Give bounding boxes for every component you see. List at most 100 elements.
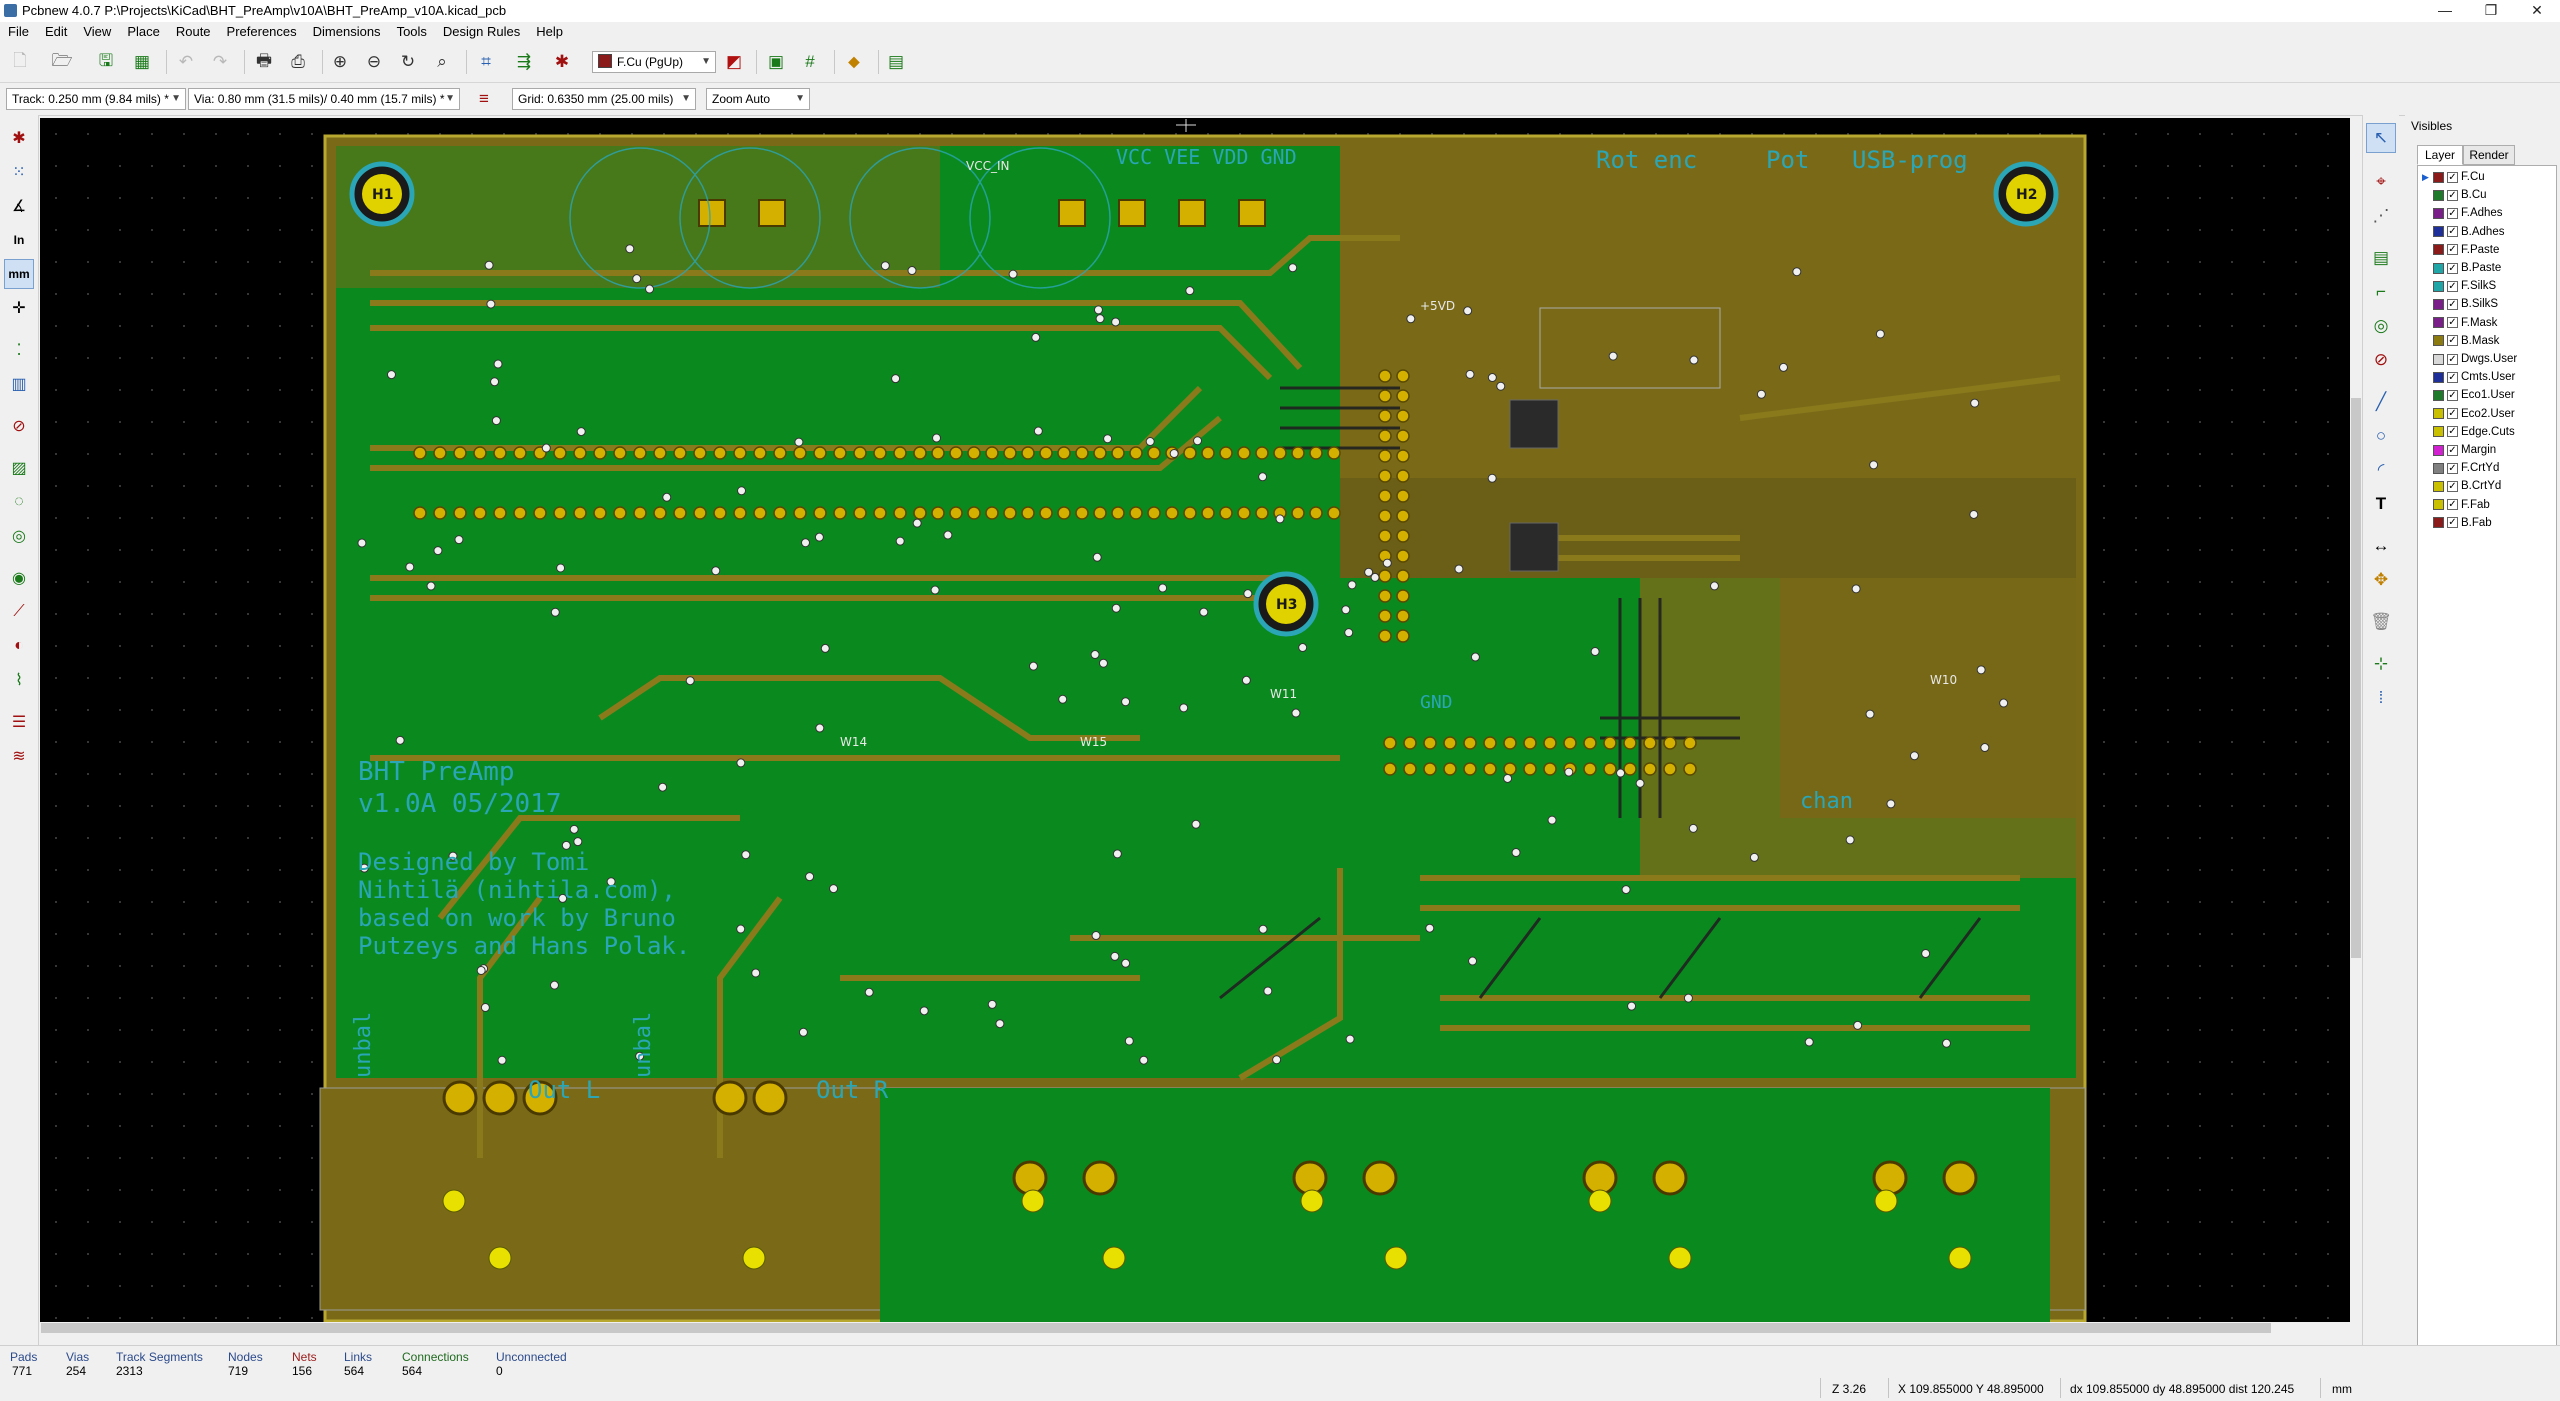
add-circle-icon[interactable]: ○	[2375, 426, 2387, 445]
vertical-scrollbar[interactable]	[2350, 118, 2362, 1322]
vias-sketch-icon[interactable]: ◉	[12, 570, 26, 587]
menu-file[interactable]: File	[8, 24, 29, 39]
layer-row-b-silks[interactable]: ✓B.SilkS	[2422, 295, 2498, 313]
auto-delete-track-icon[interactable]: ⊘	[12, 418, 26, 435]
print-icon[interactable]: 🖶	[255, 50, 273, 70]
units-inch-button[interactable]: In	[13, 233, 25, 247]
redo-icon[interactable]: ↷	[212, 52, 228, 71]
grid-select[interactable]: Grid: 0.6350 mm (25.00 mils)▼	[512, 88, 696, 110]
layer-visibility-checkbox[interactable]: ✓	[2447, 335, 2458, 347]
layer-visibility-checkbox[interactable]: ✓	[2447, 207, 2458, 219]
show-module-ratsnest-icon[interactable]: ▥	[11, 376, 27, 393]
plot-icon[interactable]: ⎙	[291, 52, 305, 71]
layer-row-f-silks[interactable]: ✓F.SilkS	[2422, 277, 2496, 295]
zone-outline-icon[interactable]: ◌	[14, 493, 24, 510]
layer-color-swatch[interactable]	[2433, 462, 2444, 474]
high-contrast-icon[interactable]: ◐	[14, 637, 24, 654]
grid-toggle-icon[interactable]: ⁙	[12, 164, 26, 181]
open-board-icon[interactable]: 🗁	[51, 50, 73, 70]
minimize-button[interactable]: —	[2438, 2, 2452, 18]
track-width-select[interactable]: Track: 0.250 mm (9.84 mils) *▼	[6, 88, 186, 110]
vertical-scroll-thumb[interactable]	[2351, 398, 2361, 958]
auto-track-width-icon[interactable]: ≡	[479, 89, 489, 108]
pcb-canvas[interactable]: BHT PreAmp v1.0A 05/2017 Designed by Tom…	[40, 118, 2350, 1322]
route-track-icon[interactable]: ⌐	[2376, 282, 2386, 301]
autoroute-icon[interactable]: #	[805, 52, 815, 71]
layer-color-swatch[interactable]	[2433, 444, 2444, 456]
close-button[interactable]: ✕	[2531, 2, 2543, 18]
menu-edit[interactable]: Edit	[44, 24, 68, 39]
zoom-fit-icon[interactable]: ⌕	[437, 52, 447, 71]
layer-row-f-cu[interactable]: ▶✓F.Cu	[2422, 168, 2485, 186]
pads-sketch-icon[interactable]: ◎	[12, 528, 26, 545]
units-mm-button[interactable]: mm	[4, 259, 34, 289]
new-board-icon[interactable]: 🗋	[13, 50, 27, 70]
layer-color-swatch[interactable]	[2433, 298, 2444, 310]
layer-color-swatch[interactable]	[2433, 226, 2444, 238]
layer-color-swatch[interactable]	[2433, 189, 2444, 201]
layer-visibility-checkbox[interactable]: ✓	[2447, 408, 2458, 420]
cursor-shape-icon[interactable]: ✛	[12, 300, 26, 317]
horizontal-scrollbar[interactable]	[40, 1322, 2350, 1334]
add-arc-icon[interactable]: ◜	[2377, 460, 2385, 479]
zoom-in-icon[interactable]: ⊕	[332, 52, 348, 71]
add-text-icon[interactable]: T	[2375, 494, 2387, 513]
restore-button[interactable]: ❐	[2484, 2, 2498, 18]
layer-color-swatch[interactable]	[2433, 371, 2444, 383]
drc-icon[interactable]: ✱	[554, 52, 570, 71]
layer-visibility-checkbox[interactable]: ✓	[2447, 280, 2458, 292]
layer-visibility-checkbox[interactable]: ✓	[2447, 389, 2458, 401]
layer-row-f-crtyd[interactable]: ✓F.CrtYd	[2422, 459, 2499, 477]
zoom-redraw-icon[interactable]: ↻	[400, 52, 416, 71]
menu-design-rules[interactable]: Design Rules	[442, 24, 521, 39]
layer-row-f-adhes[interactable]: ✓F.Adhes	[2422, 204, 2503, 222]
add-via-icon[interactable]: ◎	[2373, 316, 2389, 335]
layer-visibility-checkbox[interactable]: ✓	[2447, 262, 2458, 274]
active-layer-select[interactable]: F.Cu (PgUp)▼	[592, 51, 716, 73]
layer-row-margin[interactable]: ✓Margin	[2422, 441, 2496, 459]
layer-row-b-crtyd[interactable]: ✓B.CrtYd	[2422, 477, 2501, 495]
layer-color-swatch[interactable]	[2433, 335, 2444, 347]
layer-color-swatch[interactable]	[2433, 426, 2444, 438]
menu-tools[interactable]: Tools	[396, 24, 427, 39]
layer-color-swatch[interactable]	[2433, 207, 2444, 219]
layer-visibility-checkbox[interactable]: ✓	[2447, 171, 2458, 183]
freeroute-icon[interactable]: ⬥	[848, 52, 860, 71]
layer-color-swatch[interactable]	[2433, 517, 2444, 529]
local-ratsnest-icon[interactable]: ⋰	[2372, 206, 2390, 225]
layer-row-eco1-user[interactable]: ✓Eco1.User	[2422, 386, 2515, 404]
layer-visibility-checkbox[interactable]: ✓	[2447, 353, 2458, 365]
select-tool-icon[interactable]: ↖	[2366, 123, 2396, 153]
layer-pair-icon[interactable]: ◩	[725, 52, 743, 71]
layer-row-b-mask[interactable]: ✓B.Mask	[2422, 332, 2499, 350]
tab-layer[interactable]: Layer	[2417, 145, 2463, 165]
layer-visibility-checkbox[interactable]: ✓	[2447, 480, 2458, 492]
autoplace-icon[interactable]: ▣	[767, 52, 785, 71]
set-origin-icon[interactable]: ⊹	[2373, 654, 2389, 673]
layer-visibility-checkbox[interactable]: ✓	[2447, 517, 2458, 529]
delete-icon[interactable]: 🗑	[2370, 612, 2392, 631]
layer-visibility-checkbox[interactable]: ✓	[2447, 426, 2458, 438]
drc-off-icon[interactable]: ✱	[12, 130, 26, 147]
netlist-icon[interactable]: ⇶	[516, 52, 532, 71]
layer-row-eco2-user[interactable]: ✓Eco2.User	[2422, 405, 2515, 423]
layer-color-swatch[interactable]	[2433, 353, 2444, 365]
layer-color-swatch[interactable]	[2433, 389, 2444, 401]
layer-color-swatch[interactable]	[2433, 499, 2444, 511]
page-settings-icon[interactable]: ▦	[133, 52, 151, 71]
add-footprint-icon[interactable]: ▤	[2372, 248, 2390, 267]
grid-origin-icon[interactable]: ⁞	[2378, 688, 2384, 707]
layer-visibility-checkbox[interactable]: ✓	[2447, 298, 2458, 310]
menu-place[interactable]: Place	[127, 24, 160, 39]
menu-preferences[interactable]: Preferences	[226, 24, 297, 39]
microwave-toolbar-icon[interactable]: ⌇	[15, 672, 23, 689]
layer-visibility-checkbox[interactable]: ✓	[2447, 499, 2458, 511]
layer-row-b-adhes[interactable]: ✓B.Adhes	[2422, 223, 2504, 241]
layer-color-swatch[interactable]	[2433, 280, 2444, 292]
menu-route[interactable]: Route	[175, 24, 211, 39]
zoom-out-icon[interactable]: ⊖	[366, 52, 382, 71]
add-dimension-icon[interactable]: ↔	[2372, 536, 2390, 555]
tracks-sketch-icon[interactable]: ⟋	[13, 603, 25, 620]
show-ratsnest-icon[interactable]: ⁚	[16, 342, 22, 359]
layers-manager-icon[interactable]: ☰	[11, 714, 27, 731]
